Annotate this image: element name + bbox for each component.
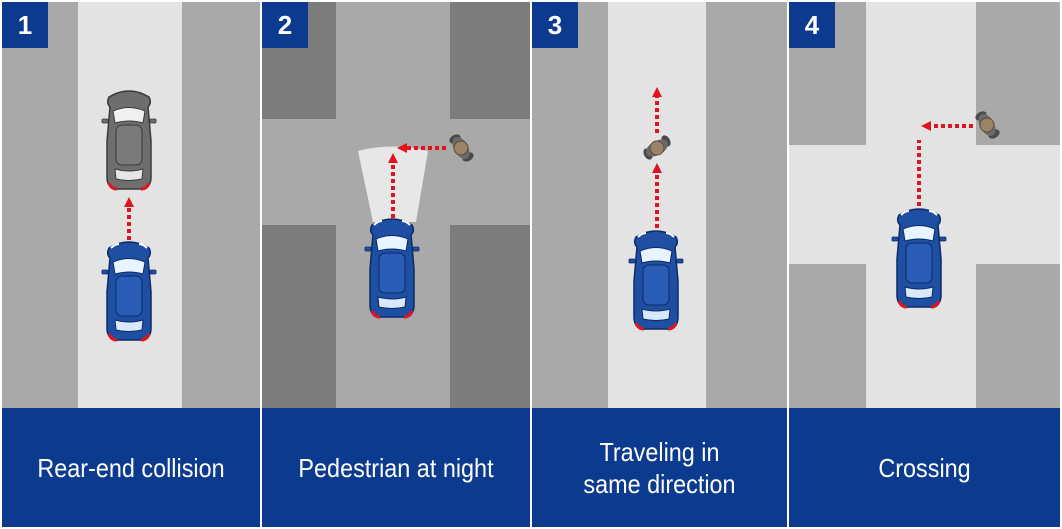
blue-car-icon <box>363 217 421 319</box>
panel-1 <box>2 2 260 408</box>
blue-car-icon <box>890 207 948 309</box>
grey-car-icon <box>100 89 158 191</box>
panel-label-2: Pedestrian at night <box>298 452 494 483</box>
panel-number-2: 2 <box>277 9 293 40</box>
panel-3 <box>532 2 787 408</box>
panel-label-4: Crossing <box>878 452 971 483</box>
badge-2 <box>262 2 308 48</box>
panel-number-1: 1 <box>17 9 33 40</box>
badge-1 <box>2 2 48 48</box>
badge-4 <box>789 2 835 48</box>
panel-label-1: Rear-end collision <box>37 452 225 483</box>
blue-car-icon <box>100 240 158 342</box>
blue-car-icon <box>627 229 685 331</box>
panel-2 <box>262 2 530 408</box>
panel-number-4: 4 <box>804 9 820 40</box>
headlight-beam-icon <box>358 146 428 222</box>
panel-4 <box>789 2 1060 408</box>
panel-number-3: 3 <box>547 9 563 40</box>
panel-label-3: Traveling in same direction <box>583 436 736 499</box>
badge-3 <box>532 2 578 48</box>
